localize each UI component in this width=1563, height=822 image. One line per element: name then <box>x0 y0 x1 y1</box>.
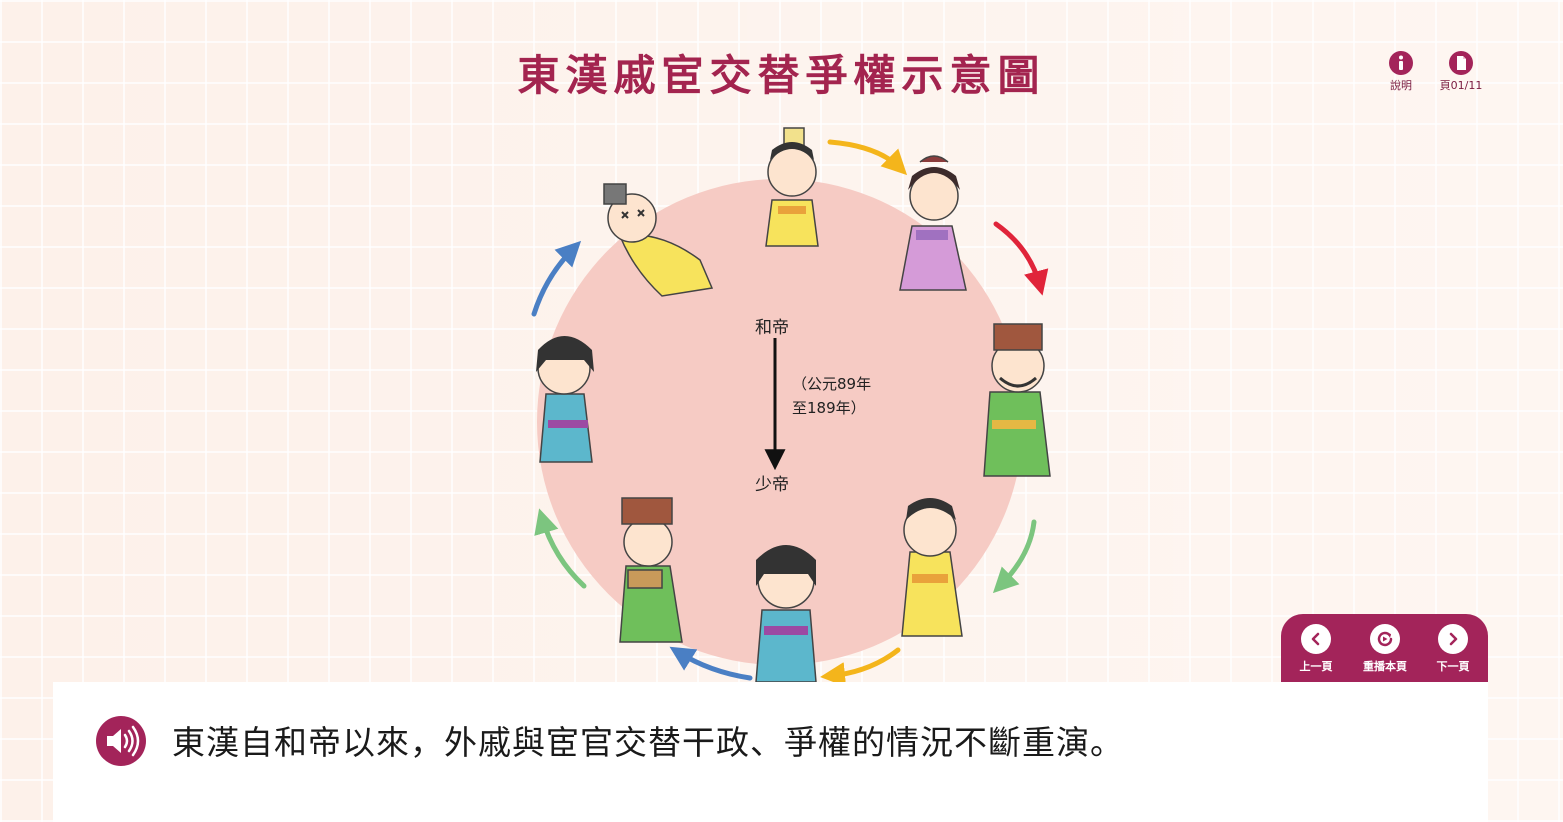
previous-page-label: 上一頁 <box>1299 660 1333 673</box>
years-line-1: （公元89年 <box>792 375 872 393</box>
chevron-right-icon <box>1449 632 1458 646</box>
replay-icon <box>1377 631 1393 647</box>
previous-page-button[interactable]: 上一頁 <box>1281 624 1351 674</box>
document-icon <box>1449 51 1473 75</box>
character-emperor-dead <box>603 183 714 297</box>
page-title: 東漢戚宦交替爭權示意圖 <box>517 51 1046 100</box>
info-label: 說明 <box>1390 79 1412 92</box>
navigation-panel: 上一頁 重播本頁 下一頁 <box>1281 614 1488 682</box>
replay-label: 重播本頁 <box>1363 660 1407 673</box>
speaker-icon <box>96 716 146 766</box>
chevron-left-icon <box>1311 632 1320 646</box>
caption-text: 東漢自和帝以來，外戚與宦官交替干政、爭權的情況不斷重演。 <box>172 723 1124 762</box>
replay-button[interactable]: 重播本頁 <box>1350 624 1420 674</box>
character-emperor-top <box>765 127 819 247</box>
info-button[interactable]: 說明 <box>1371 50 1431 93</box>
character-emperor-right <box>901 498 963 637</box>
label-start-emperor: 和帝 <box>755 318 789 338</box>
label-end-emperor: 少帝 <box>755 475 789 495</box>
info-icon <box>1389 51 1413 75</box>
character-eunuch-bottom <box>755 545 817 683</box>
audio-button[interactable] <box>95 715 147 767</box>
arrow-blue-top <box>531 240 582 317</box>
caption-box <box>53 682 1488 822</box>
years-line-2: 至189年） <box>792 399 866 417</box>
years-range: （公元89年 至189年） <box>792 372 871 420</box>
arrow-green-right <box>992 519 1037 594</box>
next-page-label: 下一頁 <box>1436 660 1470 673</box>
character-consort-kin-left <box>619 497 683 643</box>
character-eunuch-left <box>536 336 594 463</box>
arrow-yellow-top <box>827 139 908 176</box>
next-page-button[interactable]: 下一頁 <box>1418 624 1488 674</box>
arrow-red <box>993 221 1049 296</box>
arrow-yellow-bottom <box>820 647 901 687</box>
page-indicator-button[interactable]: 頁01/11 <box>1431 50 1491 93</box>
page-indicator-label: 頁01/11 <box>1439 79 1483 92</box>
arrow-green-left <box>534 508 587 589</box>
arrow-blue-bottom <box>669 646 753 681</box>
character-empress <box>899 155 967 291</box>
character-consort-kin-right <box>983 323 1051 477</box>
